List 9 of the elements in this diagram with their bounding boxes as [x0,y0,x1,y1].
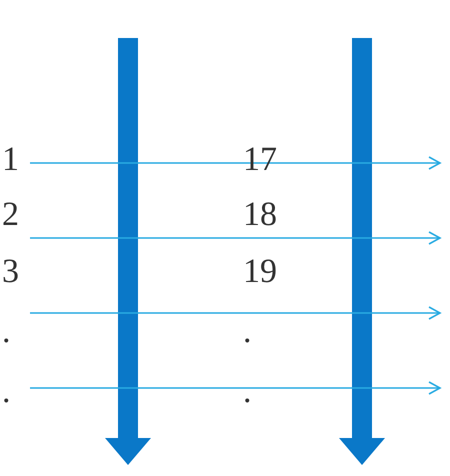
row-number: 18 [243,198,277,232]
row-number: 3 [2,255,19,289]
row-number: 19 [243,255,277,289]
row-number: . [243,375,252,409]
row-number: . [243,315,252,349]
row-number: 2 [2,198,19,232]
row-number: . [2,315,10,349]
row-number: 1 [2,143,19,177]
row-number: . [2,375,10,409]
